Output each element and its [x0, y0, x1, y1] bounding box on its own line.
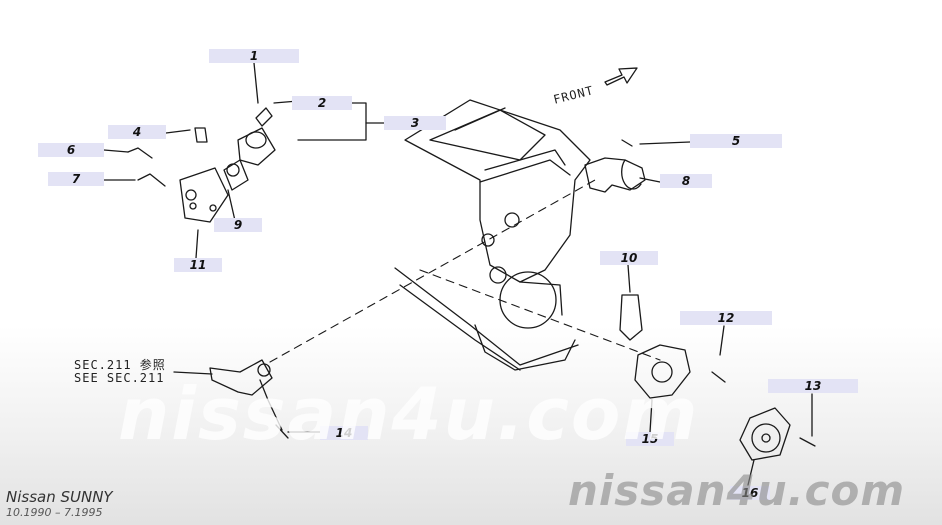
callout-1[interactable]: 1	[209, 49, 299, 63]
engine-block	[394, 99, 591, 371]
watermark-center: nissan4u.com	[118, 372, 700, 456]
callout-12[interactable]: 12	[680, 311, 772, 325]
callout-6[interactable]: 6	[38, 143, 104, 157]
callout-16[interactable]: 16	[730, 486, 770, 500]
model-years: 10.1990 – 7.1995	[6, 506, 103, 519]
callout-5[interactable]: 5	[690, 134, 782, 148]
callout-4[interactable]: 4	[108, 125, 166, 139]
callout-11[interactable]: 11	[174, 258, 222, 272]
thermostat-housing	[127, 107, 276, 223]
water-pump	[619, 294, 816, 461]
callout-9[interactable]: 9	[214, 218, 262, 232]
sec-note-en: SEE SEC.211	[74, 371, 165, 385]
model-name: Nissan SUNNY	[6, 488, 113, 506]
sec-note-jp: SEC.211 参照	[74, 358, 166, 372]
front-arrow-icon	[604, 67, 638, 86]
water-inlet	[584, 139, 646, 193]
dash-lines	[269, 179, 661, 363]
callout-15[interactable]: 15	[626, 432, 674, 446]
callout-14[interactable]: 14	[320, 426, 368, 440]
callout-10[interactable]: 10	[600, 251, 658, 265]
leader-lines	[103, 62, 813, 486]
callout-2[interactable]: 2	[292, 96, 352, 110]
callout-8[interactable]: 8	[660, 174, 712, 188]
watermark-corner: nissan4u.com	[568, 466, 906, 515]
callout-3[interactable]: 3	[384, 116, 446, 130]
callout-13[interactable]: 13	[768, 379, 858, 393]
callout-7[interactable]: 7	[48, 172, 104, 186]
water-pipe	[209, 359, 289, 439]
